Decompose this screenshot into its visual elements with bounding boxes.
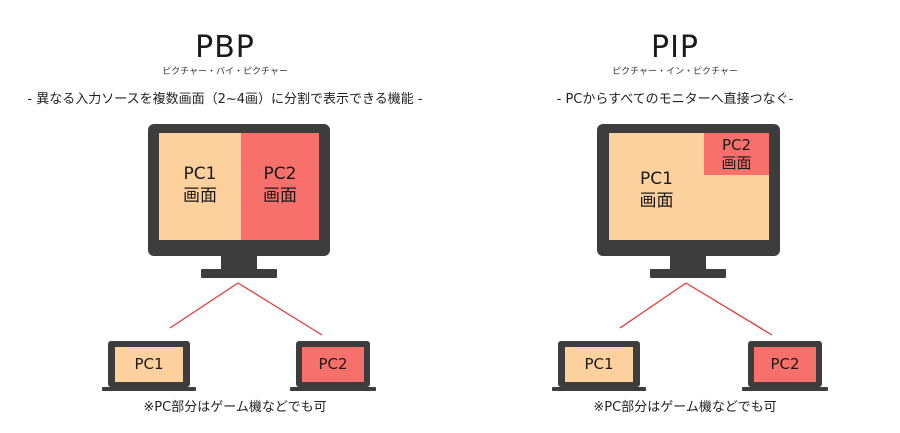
pbp-monitor-stand	[201, 269, 277, 278]
pip-laptop-pc2	[742, 341, 828, 391]
pip-screen-pc1-line1: PC1	[640, 169, 673, 189]
pip-laptop-pc1-label: PC1	[584, 355, 614, 373]
pip-screen-pc1-line2: 画面	[639, 191, 674, 211]
pbp-laptop-pc2-label: PC2	[318, 355, 348, 373]
pip-note: ※PC部分はゲーム機などでも可	[593, 400, 777, 415]
pbp-monitor	[148, 124, 330, 278]
pbp-screen-pc1-label: PC1 画面	[159, 163, 241, 207]
pbp-reading: ピクチャー・バイ・ピクチャー	[162, 67, 288, 77]
pip-monitor	[597, 124, 780, 278]
pip-subtitle: - PCからすべてのモニターへ直接つなぐ-	[556, 92, 794, 107]
pbp-laptop-pc2-base	[290, 387, 376, 391]
pip-panel: PIP ピクチャー・イン・ピクチャー - PCからすべてのモニターへ直接つなぐ-…	[450, 0, 900, 433]
pbp-screen-pc2-line1: PC2	[263, 164, 297, 184]
pip-screen-pc2-line2: 画面	[721, 154, 752, 172]
pip-title: PIP	[650, 30, 700, 65]
pbp-laptop-pc1-label: PC1	[134, 355, 164, 373]
pip-screen-pc2-area	[704, 133, 769, 175]
pbp-title: PBP	[195, 30, 255, 65]
pip-monitor-neck	[670, 256, 706, 269]
pip-laptop-pc2-screen	[754, 347, 816, 382]
pbp-screen-pc2-label: PC2 画面	[241, 163, 319, 207]
pbp-laptop-pc2-screen	[302, 347, 364, 382]
pbp-laptop-pc2	[290, 341, 376, 391]
pip-diagram	[552, 124, 828, 391]
pbp-screen-pc2-area	[241, 133, 319, 240]
pbp-subtitle: - 異なる入力ソースを複数画面（2~4画）に分割で表示できる機能 -	[27, 92, 423, 107]
pbp-screen-pc2-line2: 画面	[263, 186, 297, 206]
pbp-screen-pc1-area	[159, 133, 241, 240]
pip-laptop-pc2-label: PC2	[770, 355, 800, 373]
pip-laptop-pc1-base	[552, 387, 646, 391]
pip-connection-line-pc1	[619, 282, 687, 329]
pbp-screen-pc1-line2: 画面	[183, 186, 217, 206]
pbp-diagram	[102, 124, 376, 391]
pbp-connection-line-pc2	[237, 282, 323, 336]
pbp-laptop-pc1-screen	[115, 347, 183, 382]
pbp-panel: PBP ピクチャー・バイ・ピクチャー - 異なる入力ソースを複数画面（2~4画）…	[27, 30, 423, 415]
pip-laptop-pc1	[552, 341, 646, 391]
pip-reading: ピクチャー・イン・ピクチャー	[612, 67, 738, 77]
pbp-note: ※PC部分はゲーム機などでも可	[143, 400, 327, 415]
pip-connection-line-pc2	[685, 282, 773, 336]
pip-screen-pc2-label: PC2 画面	[704, 136, 769, 172]
pip-monitor-stand	[650, 269, 726, 278]
pbp-screen-pc1-line1: PC1	[183, 164, 217, 184]
pbp-connection-line-pc1	[169, 282, 239, 329]
pip-screen-pc1-label: PC1 画面	[609, 168, 704, 212]
pbp-monitor-neck	[221, 256, 257, 269]
pbp-laptop-pc1	[102, 341, 196, 391]
pip-laptop-pc1-screen	[565, 347, 633, 382]
pbp-laptop-pc1-base	[102, 387, 196, 391]
pip-laptop-pc2-base	[742, 387, 828, 391]
pip-screen-pc2-line1: PC2	[721, 136, 752, 154]
